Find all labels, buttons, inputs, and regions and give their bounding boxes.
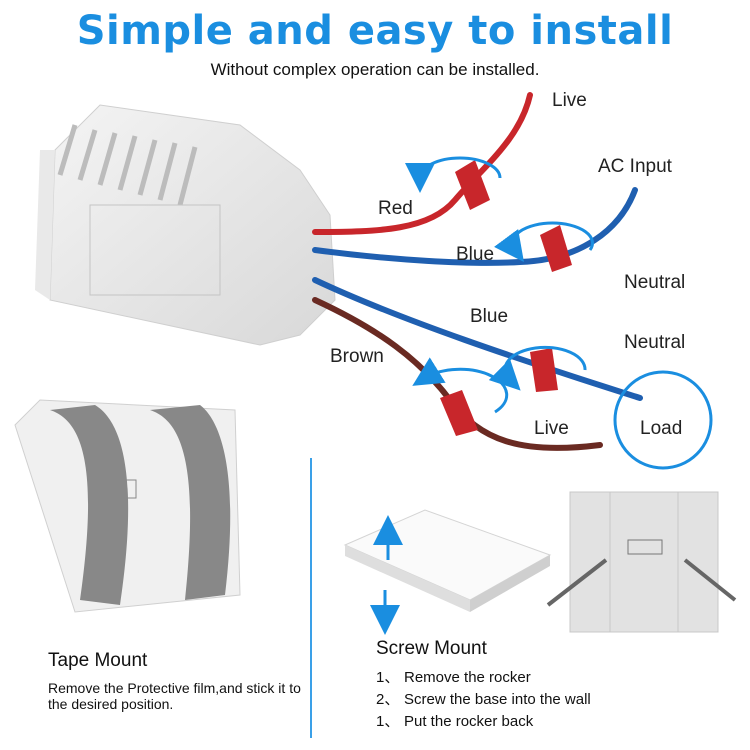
label-red: Red	[378, 198, 413, 219]
step-number: 1、	[376, 669, 400, 686]
label-load: Load	[640, 418, 683, 439]
screw-step-3: 1、Put the rocker back	[376, 710, 533, 731]
step-number: 2、	[376, 691, 400, 708]
label-brown: Brown	[330, 346, 384, 367]
tape-mount-description: Remove the Protective film,and stick it …	[48, 680, 301, 712]
screw-mount-base	[546, 491, 737, 633]
page-title: Simple and easy to install	[76, 8, 674, 54]
label-blue-2: Blue	[470, 306, 509, 327]
twist-arrows	[405, 156, 594, 414]
section-divider	[310, 458, 312, 738]
load-circle	[613, 370, 713, 470]
tape-mount-title: Tape Mount	[48, 650, 148, 671]
label-neutral-1: Neutral	[624, 272, 686, 293]
label-ac-input: AC Input	[598, 156, 672, 177]
wire-nuts	[440, 160, 572, 436]
step-text: Put the rocker back	[404, 713, 534, 730]
receiver-module	[35, 104, 336, 346]
tape-mount-base	[14, 399, 241, 613]
screw-step-2: 2、Screw the base into the wall	[376, 688, 591, 709]
page-subtitle: Without complex operation can be install…	[210, 60, 540, 79]
label-live-top: Live	[552, 90, 587, 111]
step-text: Screw the base into the wall	[404, 691, 591, 708]
rocker-panel	[343, 509, 552, 635]
label-neutral-2: Neutral	[624, 332, 686, 353]
step-text: Remove the rocker	[404, 669, 531, 686]
screw-mount-title: Screw Mount	[376, 638, 487, 659]
label-live-bottom: Live	[534, 418, 569, 439]
label-blue-1: Blue	[456, 244, 495, 265]
screw-step-1: 1、Remove the rocker	[376, 666, 531, 687]
step-number: 1、	[376, 713, 400, 730]
wires	[312, 92, 643, 451]
